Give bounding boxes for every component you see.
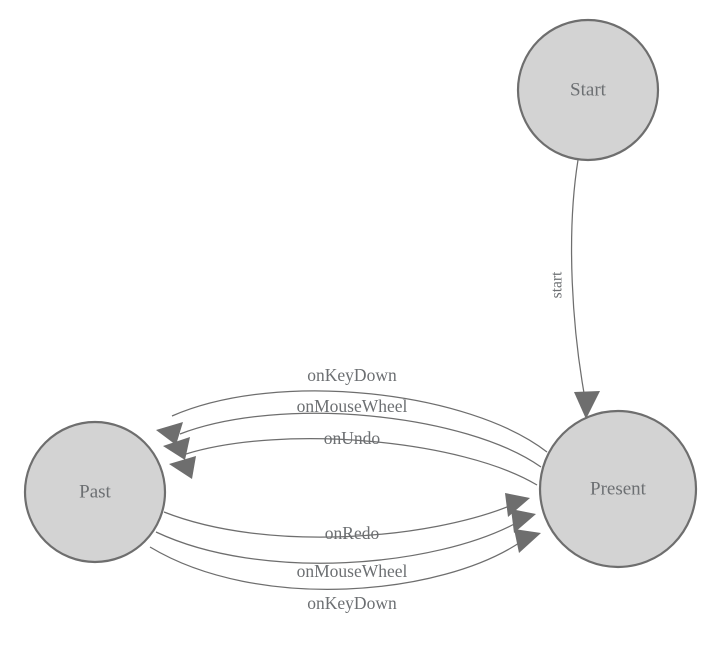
node-present-circle	[538, 409, 698, 569]
node-past-label: Past	[79, 481, 111, 502]
edge-past-to-present-onredo-path	[163, 504, 513, 538]
node-present-label: Present	[590, 478, 647, 499]
edge-label-past-present-onmousewheel: onMouseWheel	[297, 561, 408, 581]
edge-present-to-past-onundo-arrowhead	[169, 456, 196, 479]
edge-label-present-past-onmousewheel: onMouseWheel	[297, 396, 408, 416]
edge-present-to-past-onmousewheel-path	[179, 412, 542, 468]
edge-present-to-past-onmousewheel[interactable]: onMouseWheel	[163, 396, 542, 468]
edge-past-to-present-onkeydown-path	[149, 540, 523, 590]
edge-past-to-present-onredo[interactable]: onRedo	[163, 493, 530, 543]
edge-label-past-present-onkeydown: onKeyDown	[307, 593, 397, 613]
edge-past-to-present-onkeydown[interactable]: onKeyDown	[149, 529, 541, 613]
node-start[interactable]: Start	[516, 18, 660, 162]
edge-start-to-present-path	[570, 159, 587, 405]
edge-label-present-past-onundo: onUndo	[324, 428, 381, 448]
edge-label-past-present-onredo: onRedo	[325, 523, 380, 543]
edge-present-to-past-onkeydown-arrowhead	[156, 422, 183, 445]
edge-start-to-present-arrowhead	[574, 391, 600, 419]
edge-present-to-past-onundo-path	[185, 438, 538, 486]
edge-past-to-present-onmousewheel-arrowhead	[511, 509, 536, 533]
node-past-circle	[23, 420, 167, 564]
node-past[interactable]: Past	[23, 420, 167, 564]
edge-past-to-present-onmousewheel[interactable]: onMouseWheel	[155, 509, 536, 581]
edge-label-start: start	[549, 271, 566, 298]
edge-label-present-past-onkeydown: onKeyDown	[307, 365, 397, 385]
node-present[interactable]: Present	[538, 409, 698, 569]
edge-present-to-past-onundo[interactable]: onUndo	[169, 428, 538, 486]
node-start-circle	[516, 18, 660, 162]
edge-present-to-past-onkeydown[interactable]: onKeyDown	[156, 365, 548, 453]
node-start-label: Start	[570, 79, 607, 100]
edge-present-to-past-onkeydown-path	[171, 390, 548, 453]
edge-present-to-past-onmousewheel-arrowhead	[163, 437, 190, 460]
edge-past-to-present-onmousewheel-path	[155, 521, 519, 564]
edge-start-to-present[interactable]: start	[549, 159, 600, 419]
edge-past-to-present-onkeydown-arrowhead	[514, 529, 541, 553]
